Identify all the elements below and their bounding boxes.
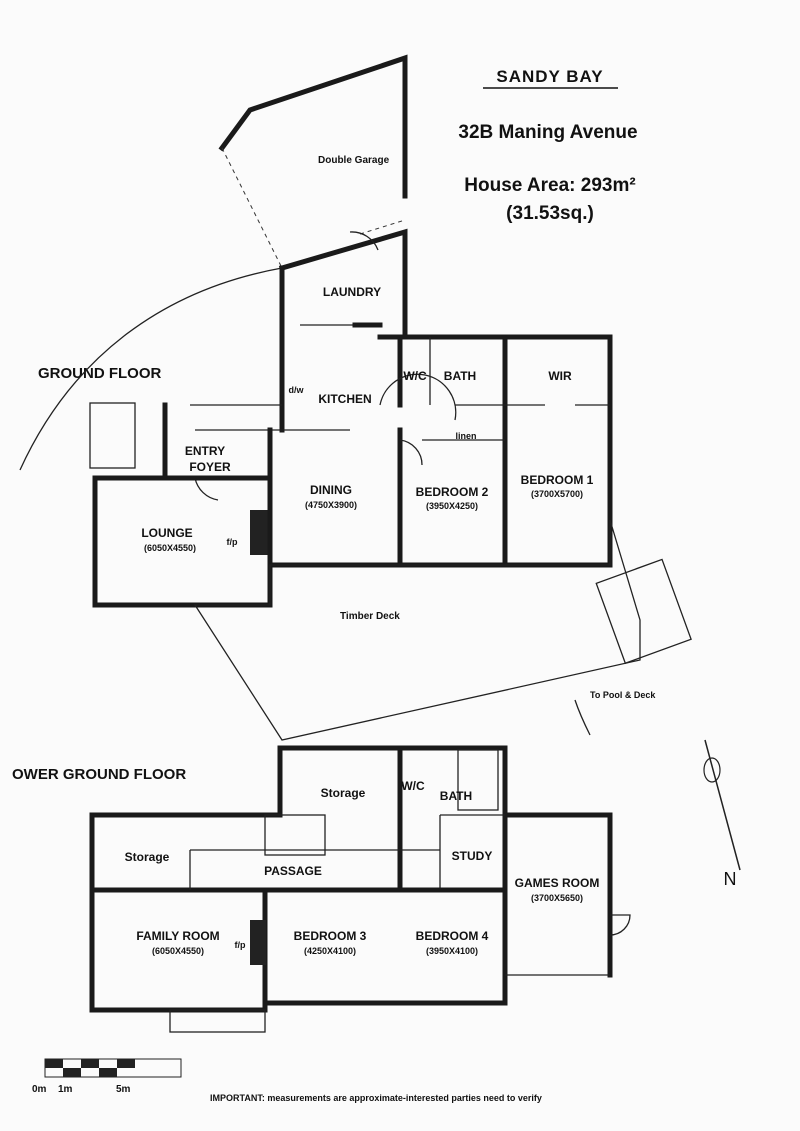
room-label: BATH xyxy=(440,789,472,803)
title: SANDY BAY xyxy=(496,67,603,86)
room-label: BEDROOM 1 xyxy=(521,473,594,487)
room-label: PASSAGE xyxy=(264,864,322,878)
fireplace xyxy=(250,510,268,555)
room-label: KITCHEN xyxy=(318,392,371,406)
room-dimensions: (3700X5650) xyxy=(531,893,583,903)
garage-opening xyxy=(221,147,283,269)
room-label: linen xyxy=(455,431,476,441)
room-label: LOUNGE xyxy=(141,526,192,540)
arrow xyxy=(574,699,591,736)
wall-line xyxy=(99,1068,117,1077)
disclaimer: IMPORTANT: measurements are approximate-… xyxy=(210,1093,542,1103)
room-label: d/w xyxy=(289,385,305,395)
wall-line xyxy=(194,477,219,501)
room-label: f/p xyxy=(235,940,246,950)
lower-steps xyxy=(169,1009,266,1033)
room-dimensions: (4750X3900) xyxy=(305,500,357,510)
room-label: To Pool & Deck xyxy=(590,690,656,700)
wall-line xyxy=(81,1059,99,1068)
wall-line xyxy=(609,914,631,936)
ground-floor-label: GROUND FLOOR xyxy=(38,365,161,382)
room-label: f/p xyxy=(227,537,238,547)
wall-line xyxy=(89,812,283,1013)
room-label: GAMES ROOM xyxy=(515,876,600,890)
garage-door-swing xyxy=(19,267,283,471)
room-label: BEDROOM 3 xyxy=(294,929,367,943)
north-label: N xyxy=(724,869,737,889)
wall-line xyxy=(117,1059,135,1068)
room-label: BEDROOM 4 xyxy=(416,929,489,943)
wall-line xyxy=(45,1059,63,1068)
room-label: BEDROOM 2 xyxy=(416,485,489,499)
room-dimensions: (6050X4550) xyxy=(144,543,196,553)
room-label: STUDY xyxy=(452,849,493,863)
room-label: FOYER xyxy=(189,460,231,474)
room-dimensions: (3950X4100) xyxy=(426,946,478,956)
address: 32B Maning Avenue xyxy=(458,122,637,143)
wall-line xyxy=(704,739,741,871)
room-label: W/C xyxy=(401,779,425,793)
entry-steps xyxy=(89,402,136,469)
scale-bar: 0m 1m 5m xyxy=(32,1058,182,1095)
room-dimensions: (6050X4550) xyxy=(152,946,204,956)
room-label: FAMILY ROOM xyxy=(136,929,219,943)
garage-wall xyxy=(218,54,408,199)
wall-line xyxy=(63,1068,81,1077)
house-area: House Area: 293m² xyxy=(464,175,635,196)
lower-floor-plan: OWER GROUND FLOOR Storage W/C BATH Stora… xyxy=(12,745,631,1033)
scale-label: 1m xyxy=(58,1084,73,1095)
wall-line xyxy=(703,757,721,783)
scale-label: 0m xyxy=(32,1084,47,1095)
header: SANDY BAY 32B Maning Avenue House Area: … xyxy=(458,67,637,224)
lower-floor-label: OWER GROUND FLOOR xyxy=(12,766,186,783)
lounge-wall xyxy=(92,475,273,608)
room-dimensions: (3700X5700) xyxy=(531,489,583,499)
wall-line xyxy=(399,439,423,466)
stairs xyxy=(264,814,326,856)
room-label: Storage xyxy=(125,850,170,864)
north-arrow-icon: N xyxy=(703,739,741,889)
room-label: Double Garage xyxy=(318,155,390,166)
laundry-wall xyxy=(278,228,408,338)
room-label: Timber Deck xyxy=(340,611,400,622)
scale-label: 5m xyxy=(116,1084,131,1095)
shower xyxy=(457,749,499,811)
room-label: DINING xyxy=(310,483,352,497)
room-label: W/C xyxy=(403,369,427,383)
room-label: ENTRY xyxy=(185,444,225,458)
room-dimensions: (3950X4250) xyxy=(426,501,478,511)
wall-line xyxy=(379,373,457,421)
room-label: WIR xyxy=(548,369,572,383)
room-label: Storage xyxy=(321,786,366,800)
ground-floor-plan: GROUND FLOOR xyxy=(19,54,692,741)
room-label: LAUNDRY xyxy=(323,285,381,299)
fireplace xyxy=(250,920,266,965)
room-dimensions: (4250X4100) xyxy=(304,946,356,956)
deck-stairs xyxy=(595,558,692,665)
house-area-sq: (31.53sq.) xyxy=(506,203,594,224)
room-label: BATH xyxy=(444,369,476,383)
wall-line xyxy=(349,231,379,251)
lower-outer-wall xyxy=(277,745,613,978)
timber-deck xyxy=(193,519,641,741)
